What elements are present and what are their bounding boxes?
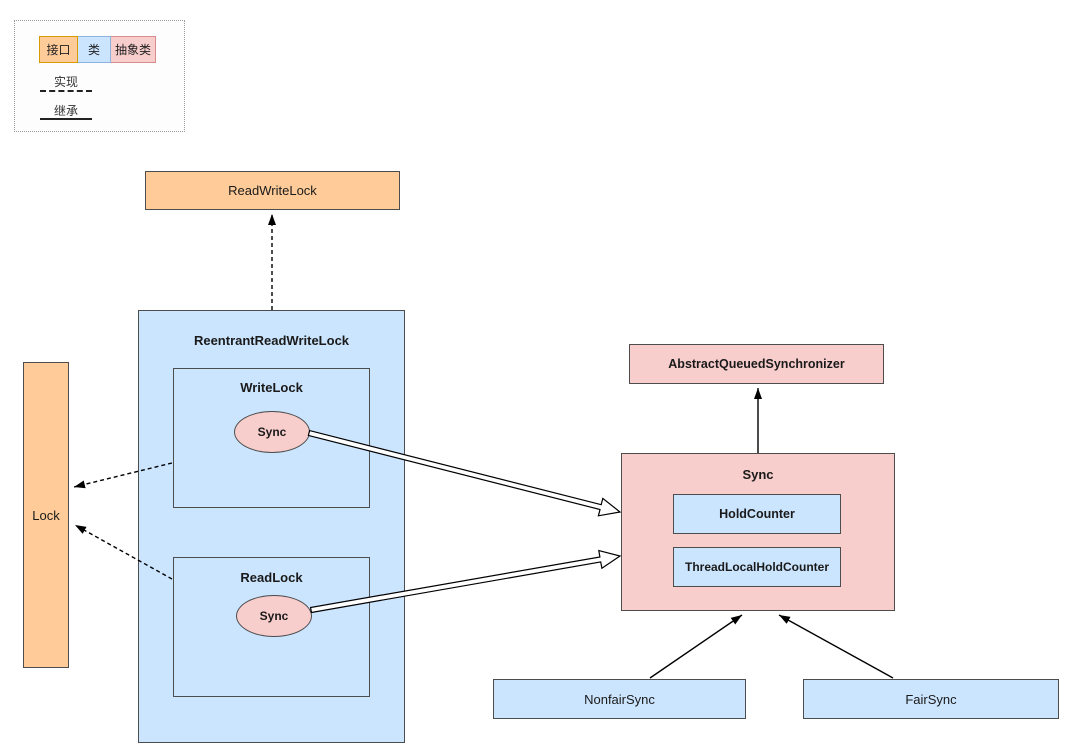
node-sync-label: Sync	[742, 467, 774, 482]
node-threadlocalholdcounter-label: ThreadLocalHoldCounter	[684, 560, 829, 574]
legend-chip-interface-label: 接口	[46, 43, 71, 57]
node-abstractqueuedsynchronizer: AbstractQueuedSynchronizer	[629, 344, 884, 384]
node-fairsync-label: FairSync	[905, 691, 957, 707]
node-reentrantreadwritelock-label: ReentrantReadWriteLock	[193, 333, 350, 348]
node-writelock: WriteLock Sync	[173, 368, 370, 508]
node-readwritelock-label: ReadWriteLock	[228, 183, 317, 198]
legend-chip-class: 类	[78, 36, 111, 63]
legend-chip-abstract: 抽象类	[111, 36, 156, 63]
node-readlock-sync-ellipse: Sync	[236, 595, 312, 637]
node-readlock-label: ReadLock	[240, 570, 303, 585]
node-readlock-sync-label: Sync	[259, 609, 289, 623]
node-reentrantreadwritelock: ReentrantReadWriteLock WriteLock Sync Re…	[138, 310, 405, 743]
node-holdcounter-label: HoldCounter	[719, 507, 795, 521]
node-abstractqueuedsynchronizer-label: AbstractQueuedSynchronizer	[668, 357, 845, 371]
node-lock-label: Lock	[32, 507, 60, 523]
legend-chip-class-label: 类	[87, 43, 100, 57]
node-fairsync: FairSync	[803, 679, 1059, 719]
node-writelock-sync-label: Sync	[257, 425, 287, 439]
legend-extends-line-sample	[40, 118, 92, 120]
node-writelock-label: WriteLock	[240, 380, 303, 395]
node-sync: Sync HoldCounter ThreadLocalHoldCounter	[621, 453, 895, 611]
node-nonfairsync: NonfairSync	[493, 679, 746, 719]
legend-implements-line-sample	[40, 90, 92, 92]
node-readwritelock: ReadWriteLock	[145, 171, 400, 210]
edge-fairsync-extends-sync	[778, 614, 894, 679]
edge-nonfairsync-extends-sync	[649, 614, 743, 679]
node-writelock-sync-ellipse: Sync	[234, 411, 310, 453]
node-holdcounter: HoldCounter	[673, 494, 841, 534]
node-threadlocalholdcounter: ThreadLocalHoldCounter	[673, 547, 841, 587]
node-lock: Lock	[23, 362, 69, 668]
legend-chip-interface: 接口	[39, 36, 78, 63]
legend-implements-label: 实现	[53, 75, 78, 89]
legend-chip-abstract-label: 抽象类	[114, 43, 151, 57]
node-readlock: ReadLock Sync	[173, 557, 370, 697]
legend-extends-label: 继承	[53, 104, 78, 118]
node-nonfairsync-label: NonfairSync	[584, 691, 655, 707]
legend: 接口 类 抽象类 实现 继承	[14, 20, 185, 132]
